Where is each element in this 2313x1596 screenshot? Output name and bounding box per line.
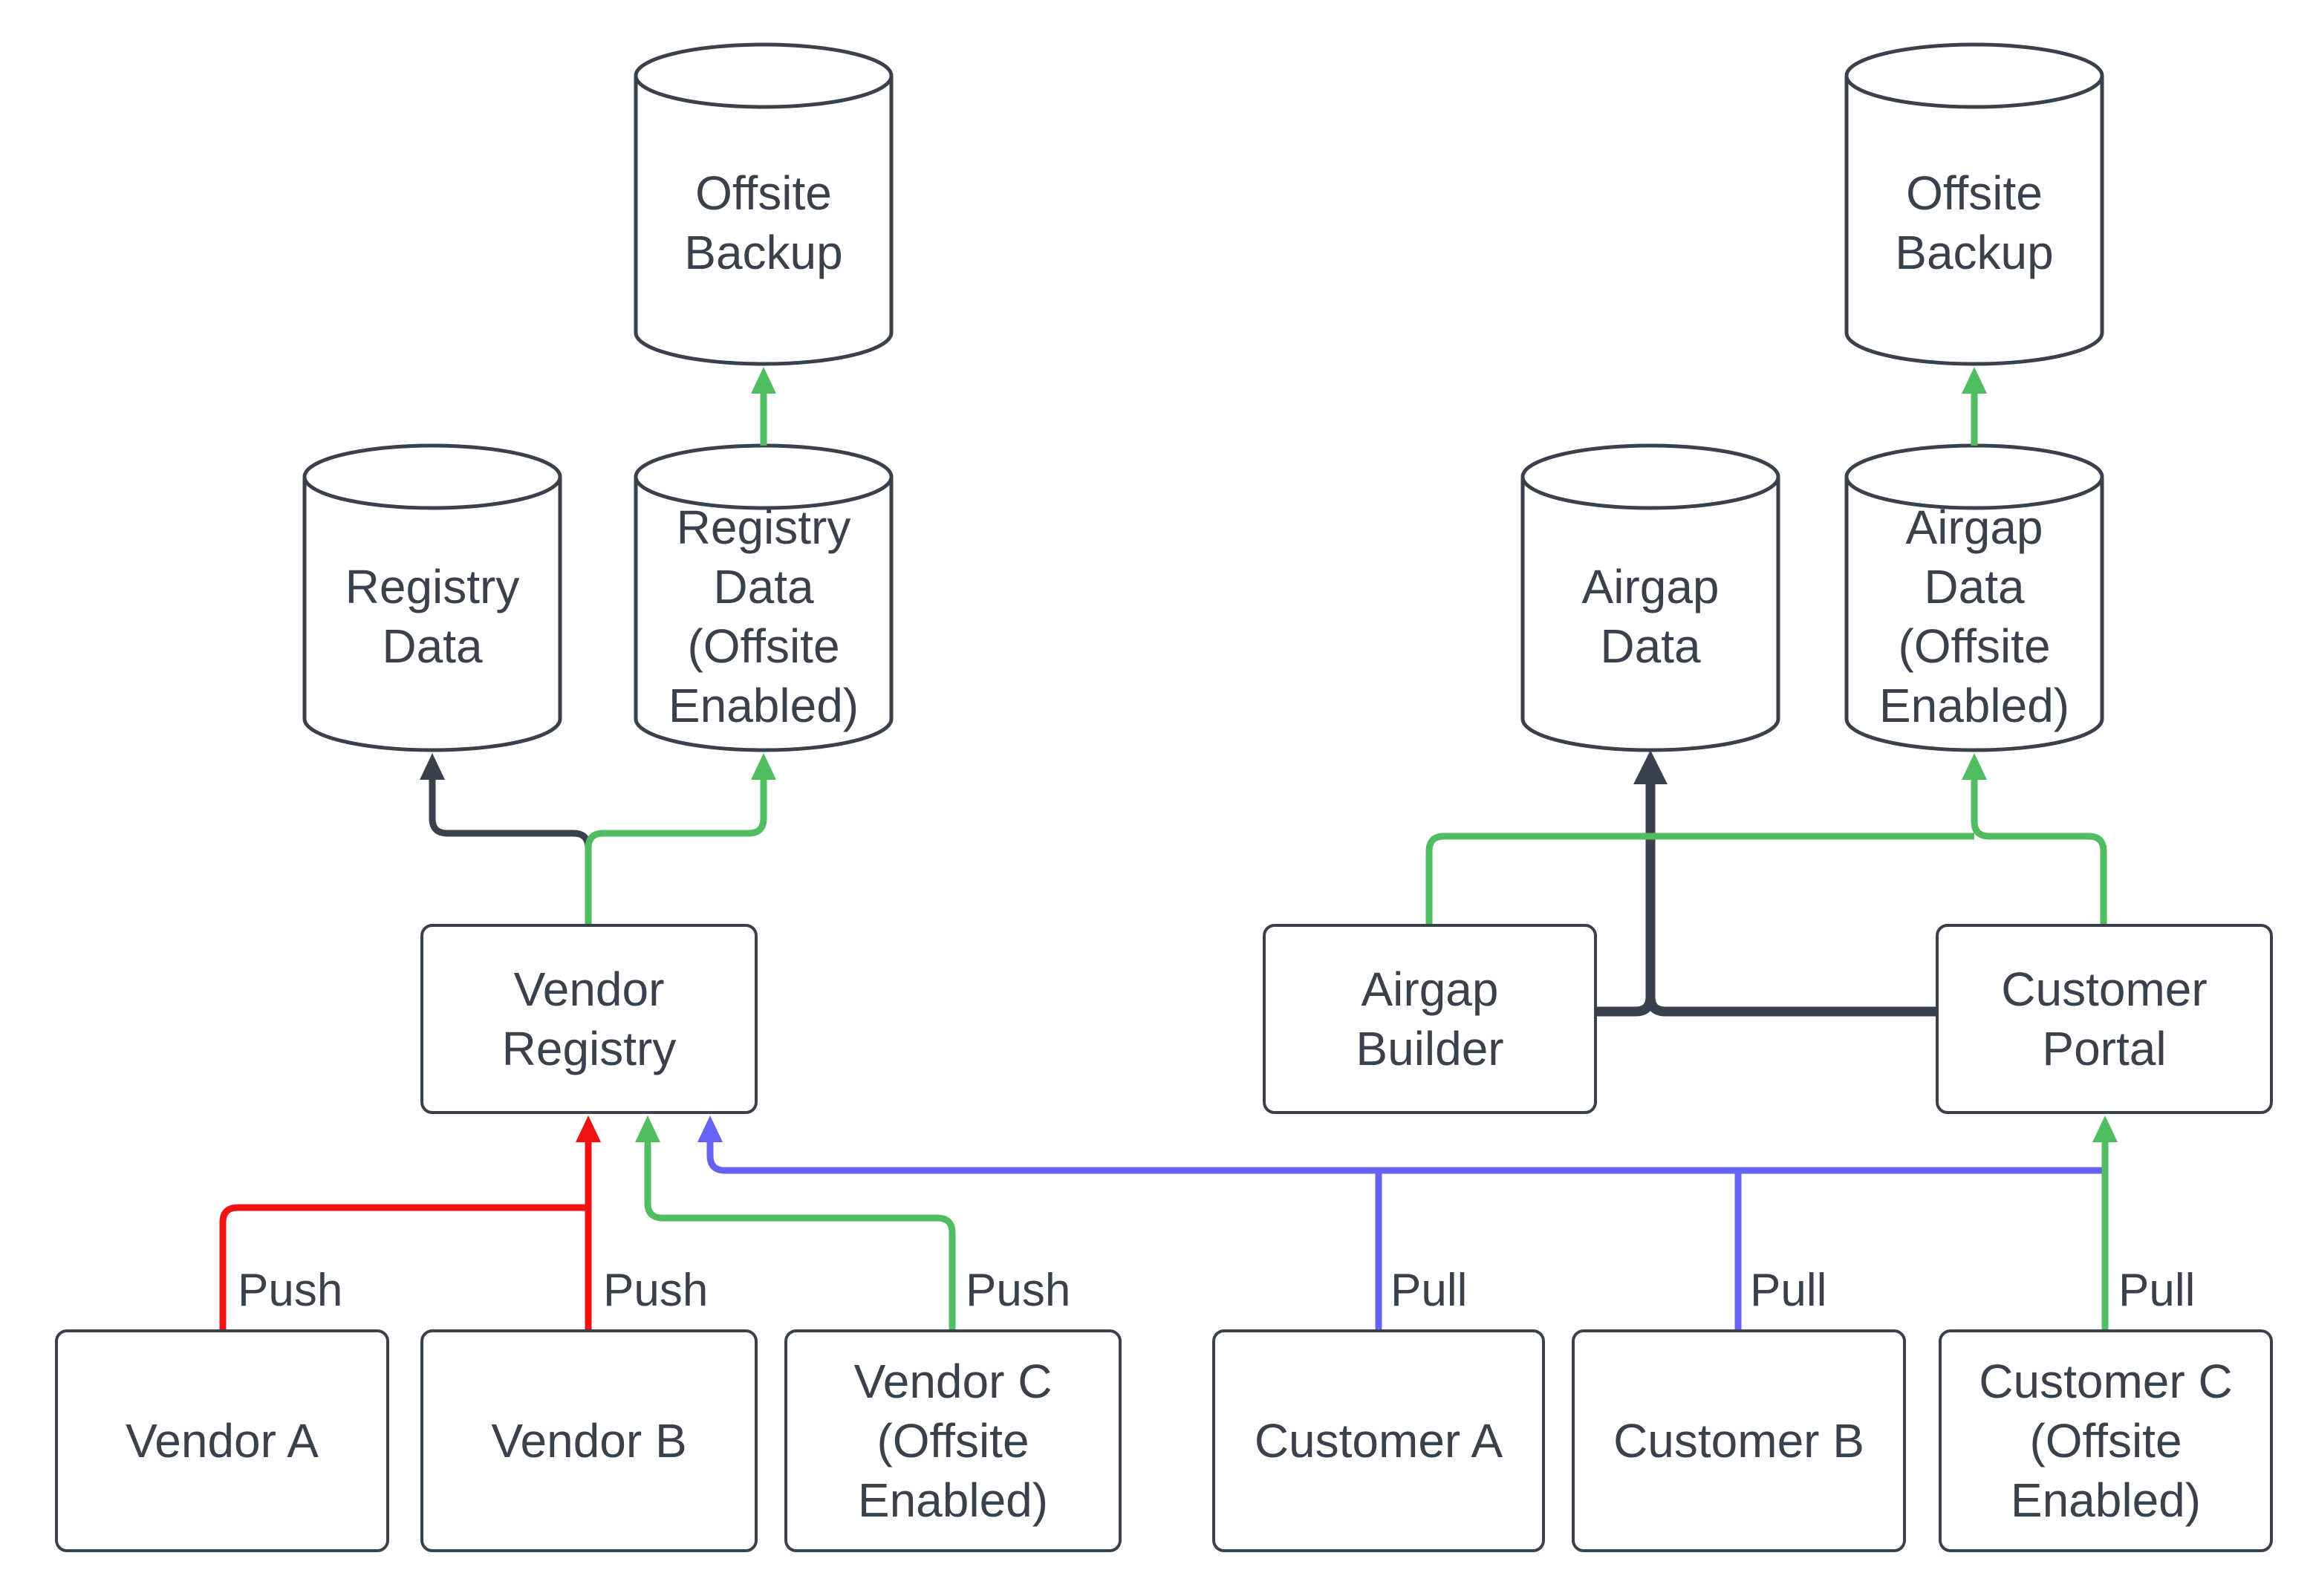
node-airgap-builder: Airgap Builder [1263, 924, 1597, 1114]
cylinder-offsite-backup-right [1844, 42, 2104, 366]
edge-customer-portal-to-airgap-data-offsite [1962, 753, 2107, 924]
cylinder-airgap-data [1520, 443, 1780, 752]
node-vendor-a: Vendor A [55, 1329, 389, 1552]
edge-airgap-builder-to-airgap-data [1597, 783, 1656, 1017]
edge-vendor-b-to-vendor-registry [576, 1115, 601, 1329]
label-registry-data-offsite: Registry Data (Offsite Enabled) [668, 500, 859, 732]
arrowhead-registry-data [420, 753, 445, 780]
node-vendor-registry: Vendor Registry [420, 924, 758, 1114]
node-customer-b: Customer B [1572, 1329, 1906, 1552]
edge-registry-data-offsite-to-offsite-backup-left [751, 367, 776, 446]
node-customer-a: Customer A [1212, 1329, 1545, 1552]
arrowhead-offsite-backup-right [1962, 367, 1987, 394]
arrowhead-customer-portal [2092, 1115, 2118, 1142]
edge-label-push-vendor-a: Push [238, 1264, 343, 1316]
arrowhead-registry-data-offsite [751, 753, 776, 780]
edge-customer-c-to-customer-portal [2092, 1115, 2118, 1329]
node-vendor-c-offsite-enabled: Vendor C (Offsite Enabled) [784, 1329, 1122, 1552]
edge-pull-line-to-vendor-registry [697, 1115, 2105, 1174]
edge-airgap-builder-to-airgap-data-offsite [1425, 833, 1974, 924]
label-offsite-backup-right: Offsite Backup [1895, 166, 2054, 279]
label-airgap-data: Airgap Data [1581, 559, 1720, 672]
node-vendor-b: Vendor B [420, 1329, 758, 1552]
arrowhead-vendor-registry-blue [697, 1115, 723, 1142]
edge-airgap-data-offsite-to-offsite-backup-right [1962, 367, 1987, 446]
node-customer-portal: Customer Portal [1936, 924, 2273, 1114]
arrowhead-airgap-data [1633, 750, 1668, 784]
cylinder-registry-data-offsite [634, 443, 894, 752]
arrowhead-offsite-backup-left [751, 367, 776, 394]
node-customer-c-offsite-enabled: Customer C (Offsite Enabled) [1939, 1329, 2273, 1552]
edge-vendor-registry-to-registry-data-offsite [585, 753, 776, 924]
edge-vendor-registry-to-registry-data [420, 753, 592, 924]
label-airgap-data-offsite: Airgap Data (Offsite Enabled) [1878, 500, 2070, 732]
edge-label-pull-customer-b: Pull [1750, 1264, 1827, 1316]
edge-label-pull-customer-c: Pull [2118, 1264, 2196, 1316]
edge-label-push-vendor-c: Push [966, 1264, 1071, 1316]
edge-customer-portal-to-airgap-data [1633, 750, 1936, 1017]
label-registry-data: Registry Data [345, 559, 520, 672]
arrowhead-vendor-registry-green [635, 1115, 660, 1142]
label-offsite-backup-left: Offsite Backup [684, 166, 843, 279]
arrowhead-airgap-data-offsite [1962, 753, 1987, 780]
cylinder-offsite-backup-left [634, 42, 894, 366]
cylinder-registry-data [302, 443, 562, 752]
edge-label-push-vendor-b: Push [603, 1264, 709, 1316]
cylinder-airgap-data-offsite [1844, 443, 2104, 752]
arrowhead-vendor-registry-red [576, 1115, 601, 1142]
edge-label-pull-customer-a: Pull [1390, 1264, 1468, 1316]
